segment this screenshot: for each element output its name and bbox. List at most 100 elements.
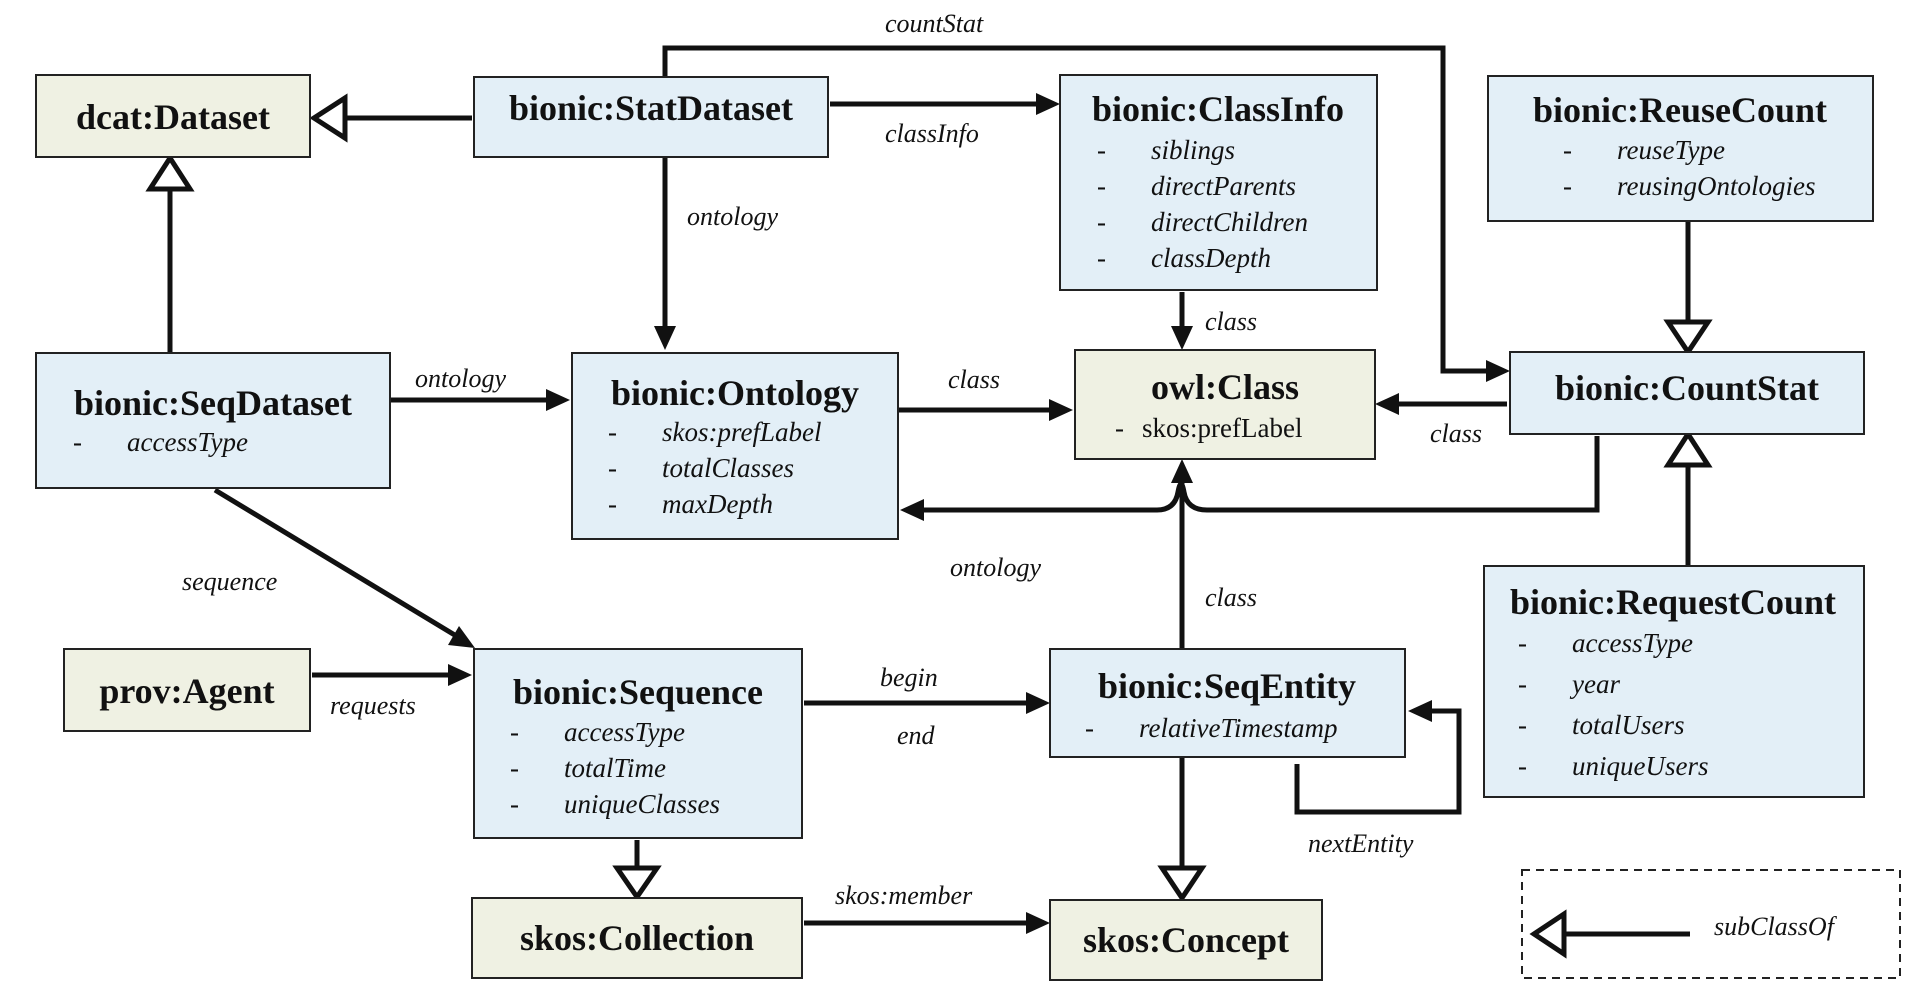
edge-class-seqentity: class — [1171, 459, 1257, 648]
edge-subclass-sequence-collection — [612, 840, 662, 902]
node-attribute-list: -siblings-directParents-directChildren-c… — [1097, 135, 1308, 273]
node-ontology: bionic:Ontology - skos:prefLabel - totalCla… — [571, 352, 899, 540]
attribute-bullet: - — [608, 453, 617, 483]
node-prov-agent: prov:Agent — [63, 648, 311, 732]
node-attribute: accessType — [564, 717, 685, 747]
edge-ontology-seq: ontology — [390, 364, 570, 411]
node-attribute-list: -reuseType-reusingOntologies — [1563, 135, 1816, 201]
node-attribute: uniqueUsers — [1572, 751, 1709, 781]
node-attribute: totalTime — [564, 753, 666, 783]
edge-begin-end: begin end — [804, 663, 1050, 750]
node-owl-class: owl:Class -skos:prefLabel — [1074, 349, 1376, 460]
edge-label-begin: begin — [880, 663, 938, 692]
node-attribute: totalUsers — [1572, 710, 1685, 740]
attribute-bullet: - — [510, 789, 519, 819]
node-attribute: reusingOntologies — [1617, 171, 1816, 201]
edge-label-end: end — [897, 721, 936, 750]
attribute-bullet: - — [510, 753, 519, 783]
node-attribute-list: - accessType - totalTime - uniqueClasses — [510, 717, 720, 819]
node-skos-concept: skos:Concept — [1049, 899, 1323, 981]
node-attribute: accessType — [1572, 628, 1693, 658]
edge-class-countstat: class — [1375, 393, 1507, 448]
edge-label-ontology-stat: ontology — [687, 202, 778, 231]
edge-label-classinfo: classInfo — [885, 119, 979, 148]
edge-label-class-seqentity: class — [1205, 583, 1257, 612]
node-title: owl:Class — [1151, 367, 1299, 407]
edge-ontology-stat: ontology — [654, 158, 778, 350]
subclass-triangle-icon — [1529, 909, 1567, 959]
node-sequence: bionic:Sequence - accessType - totalTime - un… — [473, 648, 803, 839]
edge-label-next-entity: nextEntity — [1308, 829, 1414, 858]
edge-classinfo: classInfo — [830, 93, 1060, 148]
attribute-bullet: - — [1097, 135, 1106, 165]
node-title: bionic:ReuseCount — [1533, 90, 1827, 130]
edge-label-ontology-countstat: ontology — [950, 553, 1041, 582]
node-dcat-dataset: dcat:Dataset — [35, 74, 311, 158]
edge-requests: requests — [312, 664, 472, 720]
node-attribute-list: - accessType - year - totalUsers - uniqueUsers — [1518, 628, 1709, 781]
node-attribute-list: - accessType — [73, 427, 248, 457]
edge-countstat: countStat — [662, 9, 1510, 382]
attribute-bullet: - — [1518, 628, 1527, 658]
node-attribute: skos:prefLabel — [1142, 413, 1302, 443]
edge-label-requests: requests — [330, 691, 416, 720]
edge-label-class-classinfo: class — [1205, 307, 1257, 336]
edge-label-class-ontology: class — [948, 365, 1000, 394]
node-reuse-count: bionic:ReuseCount -reuseType-reusingOnto… — [1487, 75, 1874, 222]
node-attribute: skos:prefLabel — [662, 417, 821, 447]
attribute-bullet: - — [1518, 710, 1527, 740]
attribute-bullet: - — [1563, 135, 1572, 165]
node-title: bionic:RequestCount — [1510, 582, 1836, 622]
edge-subclass-reusecount-countstat — [1663, 222, 1713, 357]
edge-subclass-statdataset-dataset — [309, 93, 472, 143]
node-title: bionic:StatDataset — [509, 88, 793, 128]
edge-class-ontology: class — [898, 365, 1073, 421]
attribute-bullet: - — [1097, 207, 1106, 237]
node-attribute-list: -skos:prefLabel-totalClasses-maxDepth — [608, 417, 821, 519]
node-title: bionic:Ontology — [611, 373, 859, 413]
node-attribute-list: - relativeTimestamp — [1085, 713, 1337, 743]
node-title: bionic:ClassInfo — [1092, 89, 1344, 129]
edge-subclass-seqentity-concept — [1157, 758, 1207, 903]
node-title: skos:Concept — [1083, 920, 1289, 960]
node-title: skos:Collection — [520, 918, 754, 958]
node-attribute: totalClasses — [662, 453, 794, 483]
attribute-bullet: - — [1097, 171, 1106, 201]
node-title: bionic:Sequence — [513, 672, 763, 712]
edge-sequence: sequence — [182, 487, 475, 648]
node-attribute: relativeTimestamp — [1139, 713, 1337, 743]
node-attribute: siblings — [1151, 135, 1235, 165]
edge-label-ontology-seq: ontology — [415, 364, 506, 393]
node-skos-collection: skos:Collection — [471, 897, 803, 979]
node-attribute: year — [1569, 669, 1620, 699]
edge-skos-member: skos:member — [804, 881, 1050, 934]
attribute-bullet: - — [1563, 171, 1572, 201]
node-attribute: classDepth — [1151, 243, 1271, 273]
edge-subclass-requestcount-countstat — [1663, 429, 1713, 566]
attribute-bullet: - — [1085, 713, 1094, 743]
attribute-bullet: - — [608, 417, 617, 447]
node-seq-dataset: bionic:SeqDataset -accessType — [35, 352, 391, 489]
edge-label-skos-member: skos:member — [835, 881, 973, 910]
node-attribute: directChildren — [1151, 207, 1308, 237]
node-attribute: maxDepth — [662, 489, 773, 519]
node-attribute: directParents — [1151, 171, 1296, 201]
legend: subClassOf — [1521, 869, 1901, 979]
node-title: prov:Agent — [99, 671, 274, 711]
node-attribute: accessType — [127, 427, 248, 457]
attribute-bullet: - — [1518, 669, 1527, 699]
edge-class-classinfo: class — [1171, 292, 1257, 350]
edge-label-class-countstat: class — [1430, 419, 1482, 448]
node-attribute: uniqueClasses — [564, 789, 720, 819]
edge-next-entity: nextEntity — [1294, 700, 1462, 858]
node-attribute-list: -skos:prefLabel — [1115, 413, 1302, 443]
node-seq-entity: bionic:SeqEntity - relativeTimestamp — [1049, 648, 1406, 758]
attribute-bullet: - — [1518, 751, 1527, 781]
legend-label: subClassOf — [1714, 912, 1838, 941]
attribute-bullet: - — [73, 427, 82, 457]
attribute-bullet: - — [1115, 413, 1124, 443]
attribute-bullet: - — [510, 717, 519, 747]
node-class-info: bionic:ClassInfo - siblings - directParents… — [1059, 74, 1378, 291]
node-title: bionic:SeqEntity — [1098, 666, 1356, 706]
